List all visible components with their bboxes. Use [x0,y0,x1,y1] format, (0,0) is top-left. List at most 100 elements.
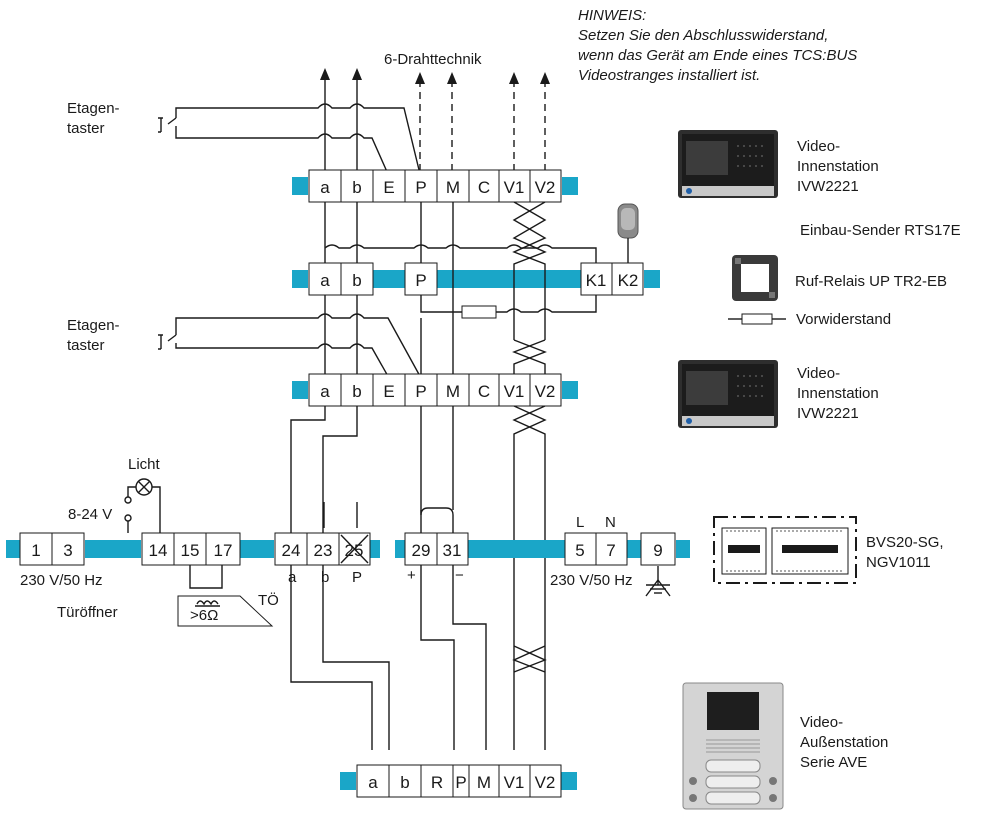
floor-button-label-1b: taster [67,120,105,137]
indoor-station-2-icon [678,360,778,428]
station1-label-1: Video- [797,138,840,155]
power-supply-label-1: BVS20-SG, [866,534,944,551]
note-line-1: Setzen Sie den Abschlusswiderstand, [578,27,828,44]
row2-terminal-b: b [352,271,361,290]
power-terminal-3: 3 [63,541,72,560]
power-terminal-7: 7 [606,541,615,560]
label-N: N [605,514,616,531]
station1-label-2: Innenstation [797,158,879,175]
outdoor-label-1: Video- [800,714,843,731]
bottom-terminal-b: b [400,773,409,792]
outdoor-label-2: Außenstation [800,734,888,751]
floor-button-label-1a: Etagen- [67,100,120,117]
sub-label-minus: − [455,567,464,584]
bus-arrows [320,68,550,174]
terminal-row-3: a b E P M C V1 V2 [292,373,578,407]
ground-icon [645,566,671,597]
row1-terminal-m: M [446,178,460,197]
row3-terminal-e: E [383,382,394,401]
note-title: HINWEIS: [578,7,646,24]
door-opener-label: Türöffner [57,604,118,621]
bottom-terminal-p: P [455,773,466,792]
label-L: L [576,514,584,531]
row1-terminal-b: b [352,178,361,197]
relay-icon [732,255,778,301]
row3-terminal-b: b [352,382,361,401]
outdoor-station-icon [682,682,784,810]
station2-label-2: Innenstation [797,385,879,402]
power-terminal-17: 17 [214,541,233,560]
wires-r1-r2 [324,201,597,340]
resistor-label: Vorwiderstand [796,311,891,328]
row1-terminal-v1: V1 [504,178,525,197]
terminal-17: 17 [205,532,241,566]
bottom-terminal-v2: V2 [535,773,556,792]
floor-button-label-2b: taster [67,337,105,354]
mains-right-label: 230 V/50 Hz [550,572,633,589]
terminal-16-17-split: 15 [173,532,207,566]
mains-left-label: 230 V/50 Hz [20,572,103,589]
floor-button-1: Etagen- taster [67,100,421,175]
power-terminal-31: 31 [443,541,462,560]
power-supply-icon [713,516,857,584]
power-terminal-24: 24 [282,541,301,560]
note-line-3: Videostranges installiert ist. [578,67,760,84]
bottom-terminal-v1: V1 [504,773,525,792]
transmitter-icon [617,203,639,263]
bottom-terminal-r: R [431,773,443,792]
voltage-label: 8-24 V [68,506,112,523]
row1-terminal-a: a [320,178,330,197]
station2-label-3: IVW2221 [797,405,859,422]
row1-terminal-c: C [478,178,490,197]
row3-terminal-c: C [478,382,490,401]
sub-label-b: b [321,569,329,586]
sub-label-plus: + [407,567,416,584]
wiring-label: 6-Drahttechnik [384,51,482,68]
power-terminal-14: 14 [149,541,168,560]
power-terminal-5: 5 [575,541,584,560]
light-circuit: Licht 8-24 V [68,456,161,533]
resistor-legend [728,313,786,325]
row1-terminal-e: E [383,178,394,197]
power-terminal-23: 23 [314,541,333,560]
indoor-station-1-icon [678,130,778,198]
row1-terminal-v2: V2 [535,178,556,197]
row2-terminal-k2: K2 [618,271,639,290]
row1-terminal-p: P [415,178,426,197]
light-label: Licht [128,456,161,473]
floor-button-label-2a: Etagen- [67,317,120,334]
row3-terminal-a: a [320,382,330,401]
row3-terminal-v2: V2 [535,382,556,401]
row2-terminal-a: a [320,271,330,290]
transmitter-label: Einbau-Sender RTS17E [800,222,961,239]
wires-r3-down [290,405,547,750]
terminal-row-1: a b E P M C V1 V2 [292,169,578,203]
power-row: 1 3 14 15 16 24 23 25 29 31 5 7 9 [6,532,690,566]
power-terminal-15b: 15 [181,541,200,560]
outdoor-label-3: Serie AVE [800,754,867,771]
floor-button-2: Etagen- taster [67,295,547,379]
terminal-row-bottom: a b R P M V1 V2 [340,764,577,798]
bottom-terminal-m: M [477,773,491,792]
power-terminal-29: 29 [412,541,431,560]
note: HINWEIS: Setzen Sie den Abschlusswiderst… [578,7,857,84]
sub-label-a: a [288,569,297,586]
row3-terminal-m: M [446,382,460,401]
door-opener: >6Ω TÖ Türöffner 230 V/50 Hz [20,565,279,627]
relay-label: Ruf-Relais UP TR2-EB [795,273,947,290]
sub-label-p: P [352,569,362,586]
power-supply-label-2: NGV1011 [866,554,931,571]
note-line-2: wenn das Gerät am Ende eines TCS:BUS [578,47,857,64]
to-label: TÖ [258,591,279,609]
row2-terminal-k1: K1 [586,271,607,290]
resistance-label: >6Ω [190,607,218,624]
row3-terminal-v1: V1 [504,382,525,401]
row2-terminal-p: P [415,271,426,290]
power-terminal-9: 9 [653,541,662,560]
row3-terminal-p: P [415,382,426,401]
power-terminal-1: 1 [31,541,40,560]
station2-label-1: Video- [797,365,840,382]
bottom-terminal-a: a [368,773,378,792]
terminal-row-2: a b P K1 K2 [292,262,660,296]
